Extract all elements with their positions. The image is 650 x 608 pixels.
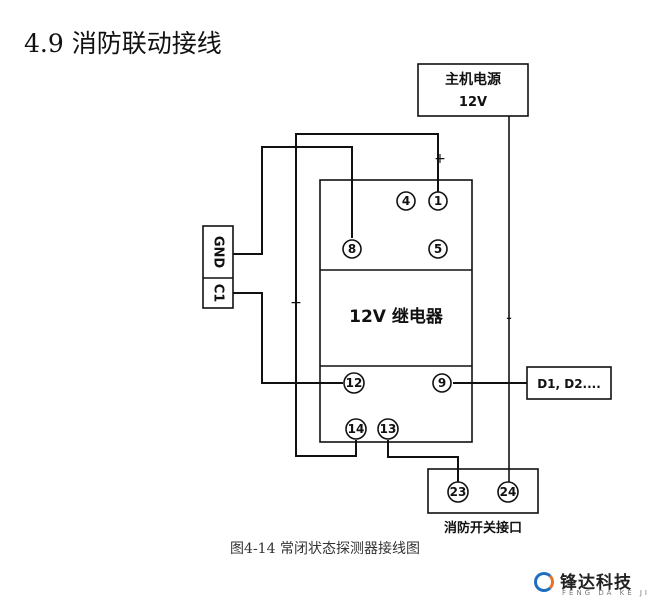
logo-mark-icon bbox=[534, 572, 554, 592]
terminal-8: 8 bbox=[342, 239, 362, 259]
terminal-23-label: 23 bbox=[450, 485, 467, 499]
wire-positive-loop bbox=[295, 133, 439, 457]
relay-body bbox=[319, 179, 473, 443]
terminal-12: 12 bbox=[343, 372, 365, 394]
terminal-4: 4 bbox=[396, 191, 416, 211]
terminal-12-label: 12 bbox=[346, 376, 363, 390]
plus-mark-top: + bbox=[434, 151, 446, 167]
terminal-5: 5 bbox=[428, 239, 448, 259]
power-supply-title: 主机电源 bbox=[445, 71, 501, 88]
terminal-24: 24 bbox=[497, 481, 519, 503]
watermark-logo: 锋达科技 FENG DA KE JI bbox=[534, 568, 647, 604]
terminal-14: 14 bbox=[345, 418, 367, 440]
terminal-1: 1 bbox=[428, 191, 448, 211]
terminal-14-label: 14 bbox=[348, 422, 365, 436]
output-label: D1, D2.... bbox=[537, 377, 601, 391]
c1-label: C1 bbox=[211, 284, 226, 303]
watermark-name: 锋达科技 bbox=[560, 573, 632, 593]
wire-gnd-to-8 bbox=[233, 146, 353, 255]
figure-caption: 图4-14 常闭状态探测器接线图 bbox=[230, 541, 420, 557]
minus-mark: - bbox=[506, 308, 512, 327]
terminal-13-label: 13 bbox=[380, 422, 397, 436]
relay-label: 12V 继电器 bbox=[349, 306, 444, 327]
section-title: 4.9 消防联动接线 bbox=[24, 29, 222, 58]
terminal-5-label: 5 bbox=[434, 242, 442, 256]
terminal-13: 13 bbox=[377, 418, 399, 440]
watermark-pinyin: FENG DA KE JI bbox=[562, 589, 650, 597]
terminal-24-label: 24 bbox=[500, 485, 517, 499]
terminal-23: 23 bbox=[447, 481, 469, 503]
terminal-8-label: 8 bbox=[348, 242, 356, 256]
wire-13-to-23 bbox=[387, 440, 459, 482]
terminal-4-label: 4 bbox=[402, 194, 410, 208]
fire-interface-box bbox=[427, 468, 539, 514]
terminal-9-label: 9 bbox=[438, 376, 446, 390]
terminal-1-label: 1 bbox=[434, 194, 442, 208]
plus-mark-left: + bbox=[290, 295, 302, 311]
wire-c1-to-12 bbox=[233, 292, 343, 384]
gnd-label: GND bbox=[211, 236, 226, 269]
panel-box bbox=[202, 225, 234, 309]
terminal-9: 9 bbox=[432, 373, 452, 393]
fire-interface-label: 消防开关接口 bbox=[444, 520, 522, 536]
power-supply-voltage: 12V bbox=[459, 95, 487, 110]
power-supply-box bbox=[417, 63, 529, 117]
